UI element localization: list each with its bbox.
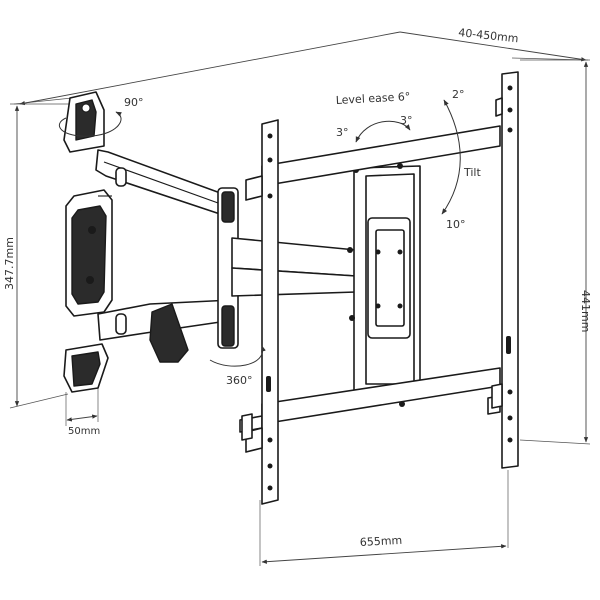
tilt-arrow	[441, 99, 461, 215]
label-tilt-up: 2°	[452, 88, 465, 101]
swing-arms	[95, 149, 357, 363]
dimension-wall-plate-width: 50mm	[65, 388, 100, 437]
label-wall-plate-height: 347.7mm	[3, 237, 16, 290]
wall-plate	[63, 91, 113, 393]
label-level-ease: Level ease 6°	[335, 90, 410, 107]
swivel-top-arrow	[59, 111, 122, 137]
label-depth: 40-450mm	[458, 26, 519, 45]
label-level-left: 3°	[336, 126, 349, 139]
dimension-depth: 40-450mm	[13, 26, 589, 106]
label-tilt: Tilt	[463, 166, 481, 179]
vesa-arm-right	[491, 71, 519, 469]
dimension-vesa-height: 441mm	[519, 59, 592, 445]
vesa-arm-left	[241, 119, 279, 505]
centre-plate	[347, 163, 421, 409]
dimension-vesa-width: 655mm	[259, 470, 509, 566]
dimension-wall-plate-height: 347.7mm	[3, 103, 72, 409]
label-swivel-top: 90°	[124, 96, 144, 109]
swivel-bottom-arrow	[209, 345, 266, 367]
label-level-right: 3°	[400, 114, 413, 127]
label-vesa-width: 655mm	[359, 534, 402, 549]
label-swivel-bottom: 360°	[226, 374, 253, 387]
level-arrow	[355, 120, 411, 143]
label-wall-plate-width: 50mm	[68, 426, 100, 437]
label-vesa-height: 441mm	[579, 290, 592, 332]
label-tilt-down: 10°	[446, 218, 466, 231]
